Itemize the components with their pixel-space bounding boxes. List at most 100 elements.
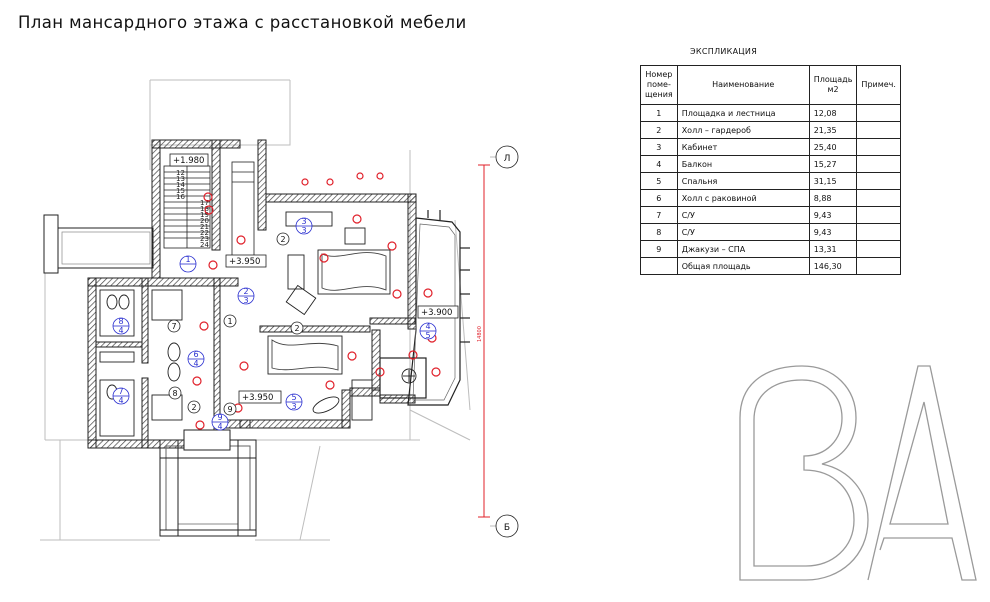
axis-dimension: 14800 Л Б (477, 145, 519, 538)
explication-caption: ЭКСПЛИКАЦИЯ (690, 47, 758, 56)
room-number: 2 (640, 121, 678, 139)
stair-step: 13 (176, 175, 185, 183)
dimension-label: 14800 (477, 326, 483, 342)
svg-text:5: 5 (291, 393, 296, 402)
room-tags: 1 23 33 45 53 64 74 84 94 (112, 217, 437, 431)
room-area: 12,08 (808, 104, 858, 122)
header-note: Примеч. (856, 65, 901, 105)
room-tag-3: 33 (295, 217, 313, 235)
room-area: 13,31 (808, 240, 858, 258)
stair-step: 14 (176, 181, 185, 189)
svg-text:5: 5 (425, 331, 430, 340)
svg-text:3: 3 (301, 226, 306, 235)
room-note (856, 223, 901, 241)
door-tag: 2 (187, 400, 201, 414)
table-row: 8 С/У 9,43 (640, 223, 901, 241)
left-balcony (43, 214, 154, 274)
total-area: 146,30 (808, 257, 858, 275)
svg-text:Л: Л (504, 154, 511, 164)
room-tag-1: 1 (179, 255, 197, 273)
walls (87, 139, 417, 449)
explication-table: Номер поме- щения Наименование Площадь м… (640, 65, 901, 275)
level-bedroom: +3.950 (242, 393, 273, 403)
svg-text:3: 3 (301, 217, 306, 226)
entrance-terrace (159, 429, 257, 537)
stair-step: 21 (200, 223, 209, 231)
door-tag: 1 (223, 314, 237, 328)
svg-text:9: 9 (217, 413, 222, 422)
room-area: 15,27 (808, 155, 858, 173)
stair-step: 20 (200, 217, 209, 225)
table-total-row: Общая площадь 146,30 (640, 257, 901, 275)
svg-text:4: 4 (217, 422, 222, 431)
door-tag: 2 (276, 232, 290, 246)
staircase (163, 161, 255, 263)
header-name: Наименование (676, 65, 810, 105)
table-row: 1 Площадка и лестница 12,08 (640, 104, 901, 122)
svg-text:9: 9 (227, 405, 232, 414)
room-tag-8: 84 (112, 317, 130, 335)
svg-text:2: 2 (191, 403, 196, 412)
svg-text:2: 2 (294, 324, 299, 333)
door-tag: 2 (290, 321, 304, 335)
furniture (267, 211, 391, 421)
stair-step: 23 (200, 235, 209, 243)
room-number: 6 (640, 189, 678, 207)
red-chair-symbols (192, 172, 441, 430)
stair-step: 19 (200, 211, 209, 219)
room-tag-4: 45 (419, 322, 437, 340)
room-tag-5: 53 (285, 393, 303, 411)
ba-logo (739, 365, 977, 581)
room-note (856, 155, 901, 173)
room-tag-7: 74 (112, 387, 130, 405)
room-area: 21,35 (808, 121, 858, 139)
total-number (640, 257, 678, 275)
table-header-row: Номер поме- щения Наименование Площадь м… (640, 65, 901, 105)
table-row: 5 Спальня 31,15 (640, 172, 901, 190)
svg-text:6: 6 (193, 350, 198, 359)
room-name: С/У (676, 206, 810, 224)
stair-step-numbers: 12 13 14 15 16 17 18 19 20 21 22 23 24 (176, 169, 209, 249)
stair-step: 18 (200, 205, 209, 213)
bathroom-fixtures (99, 284, 417, 437)
room-area: 9,43 (808, 223, 858, 241)
room-area: 9,43 (808, 206, 858, 224)
stair-step: 12 (176, 169, 185, 177)
table-row: 9 Джакузи – СПА 13,31 (640, 240, 901, 258)
room-number: 9 (640, 240, 678, 258)
svg-text:2: 2 (243, 287, 248, 296)
svg-text:4: 4 (118, 326, 123, 335)
table-row: 4 Балкон 15,27 (640, 155, 901, 173)
room-note (856, 121, 901, 139)
roof-outline (40, 79, 471, 541)
svg-text:2: 2 (280, 235, 285, 244)
table-row: 7 С/У 9,43 (640, 206, 901, 224)
svg-text:1: 1 (185, 255, 190, 264)
room-number: 1 (640, 104, 678, 122)
total-name: Общая площадь (676, 257, 810, 275)
room-name: Спальня (676, 172, 810, 190)
svg-text:4: 4 (425, 322, 430, 331)
stair-step: 17 (200, 199, 209, 207)
door-tag: 9 (223, 402, 237, 416)
room-note (856, 206, 901, 224)
room-name: Площадка и лестница (676, 104, 810, 122)
svg-text:3: 3 (243, 296, 248, 305)
svg-text:3: 3 (291, 402, 296, 411)
svg-text:4: 4 (118, 396, 123, 405)
axis-marker-bottom (495, 514, 519, 538)
level-hall: +3.950 (229, 257, 260, 267)
table-row: 6 Холл с раковиной 8,88 (640, 189, 901, 207)
svg-text:1: 1 (227, 317, 232, 326)
door-tag: 7 (167, 319, 181, 333)
table-row: 2 Холл – гардероб 21,35 (640, 121, 901, 139)
room-area: 31,15 (808, 172, 858, 190)
room-name: Кабинет (676, 138, 810, 156)
svg-text:7: 7 (171, 322, 176, 331)
room-number: 7 (640, 206, 678, 224)
svg-text:8: 8 (172, 389, 177, 398)
level-markers: +1.980 +3.950 +3.900 +3.950 (169, 153, 459, 404)
room-area: 8,88 (808, 189, 858, 207)
room-name: С/У (676, 223, 810, 241)
